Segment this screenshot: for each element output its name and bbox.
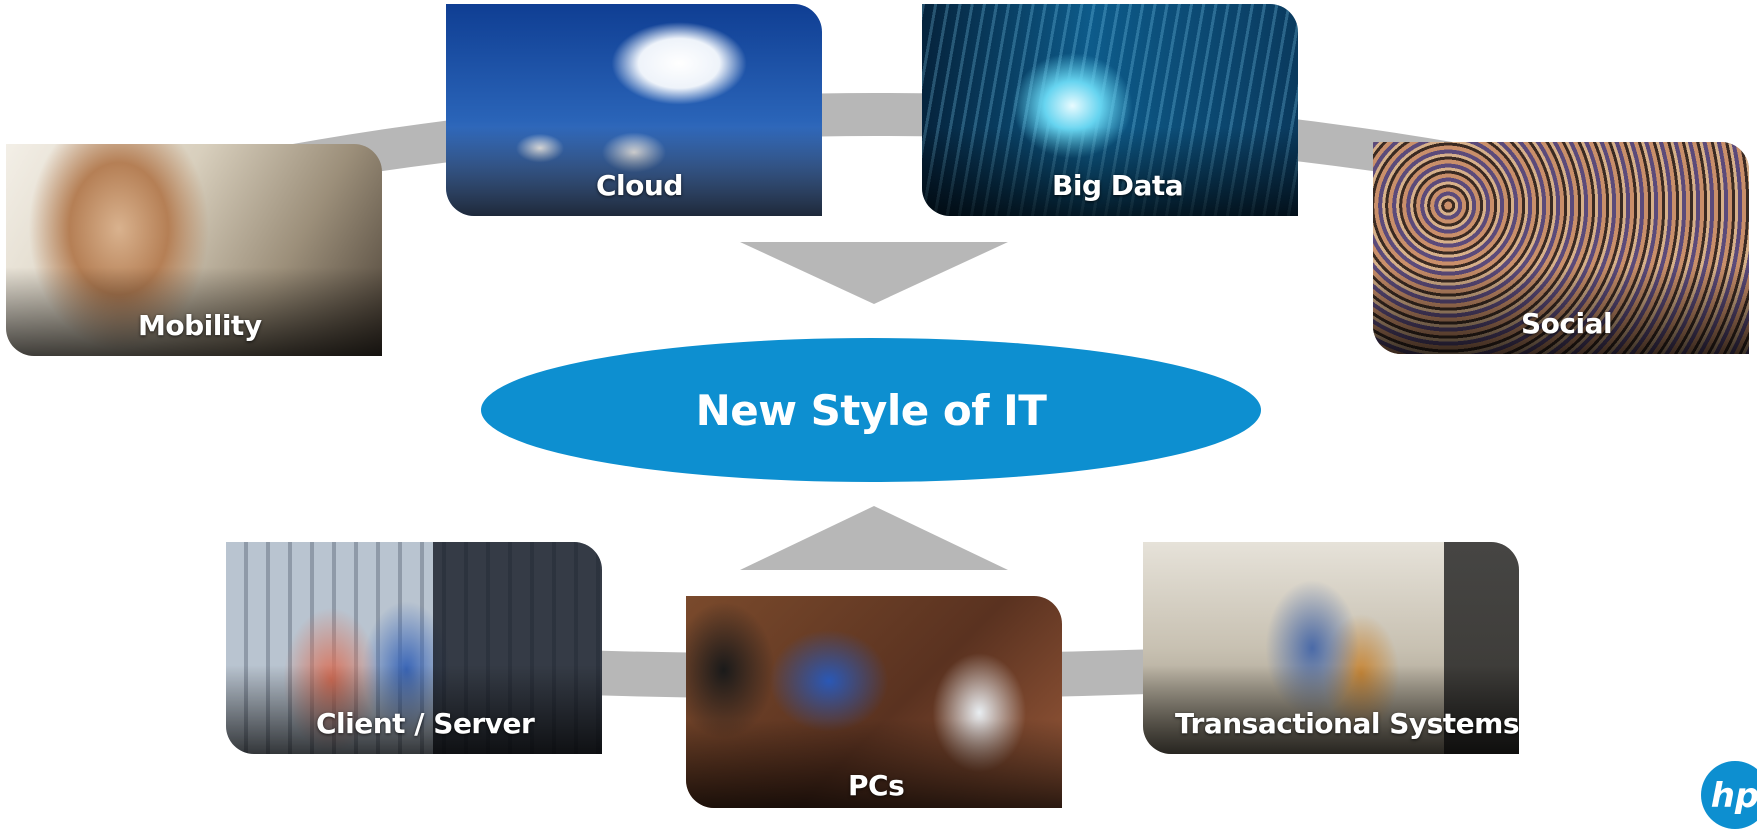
tile-big-data: Big Data (922, 4, 1298, 216)
tile-label-client-server: Client / Server (316, 707, 535, 740)
tile-mobility: Mobility (6, 144, 382, 356)
hub-ellipse: New Style of IT (481, 338, 1261, 482)
tile-client-server: Client / Server (226, 542, 602, 754)
tile-social: Social (1373, 142, 1749, 354)
tile-label-social: Social (1521, 307, 1613, 340)
tile-label-transactional-systems: Transactional Systems (1175, 707, 1519, 740)
svg-text:hp: hp (1711, 776, 1757, 816)
tile-pcs: PCs (686, 596, 1062, 808)
tile-label-pcs: PCs (848, 769, 905, 802)
tile-transactional-systems: Transactional Systems (1143, 542, 1519, 754)
tile-label-cloud: Cloud (596, 169, 683, 202)
tile-cloud: Cloud (446, 4, 822, 216)
tile-label-mobility: Mobility (138, 309, 262, 342)
down-arrow (740, 242, 1008, 304)
hub-label: New Style of IT (695, 385, 1047, 435)
up-arrow (740, 506, 1008, 570)
tile-label-big-data: Big Data (1052, 169, 1184, 202)
hp-logo-icon: hp (1701, 761, 1757, 829)
